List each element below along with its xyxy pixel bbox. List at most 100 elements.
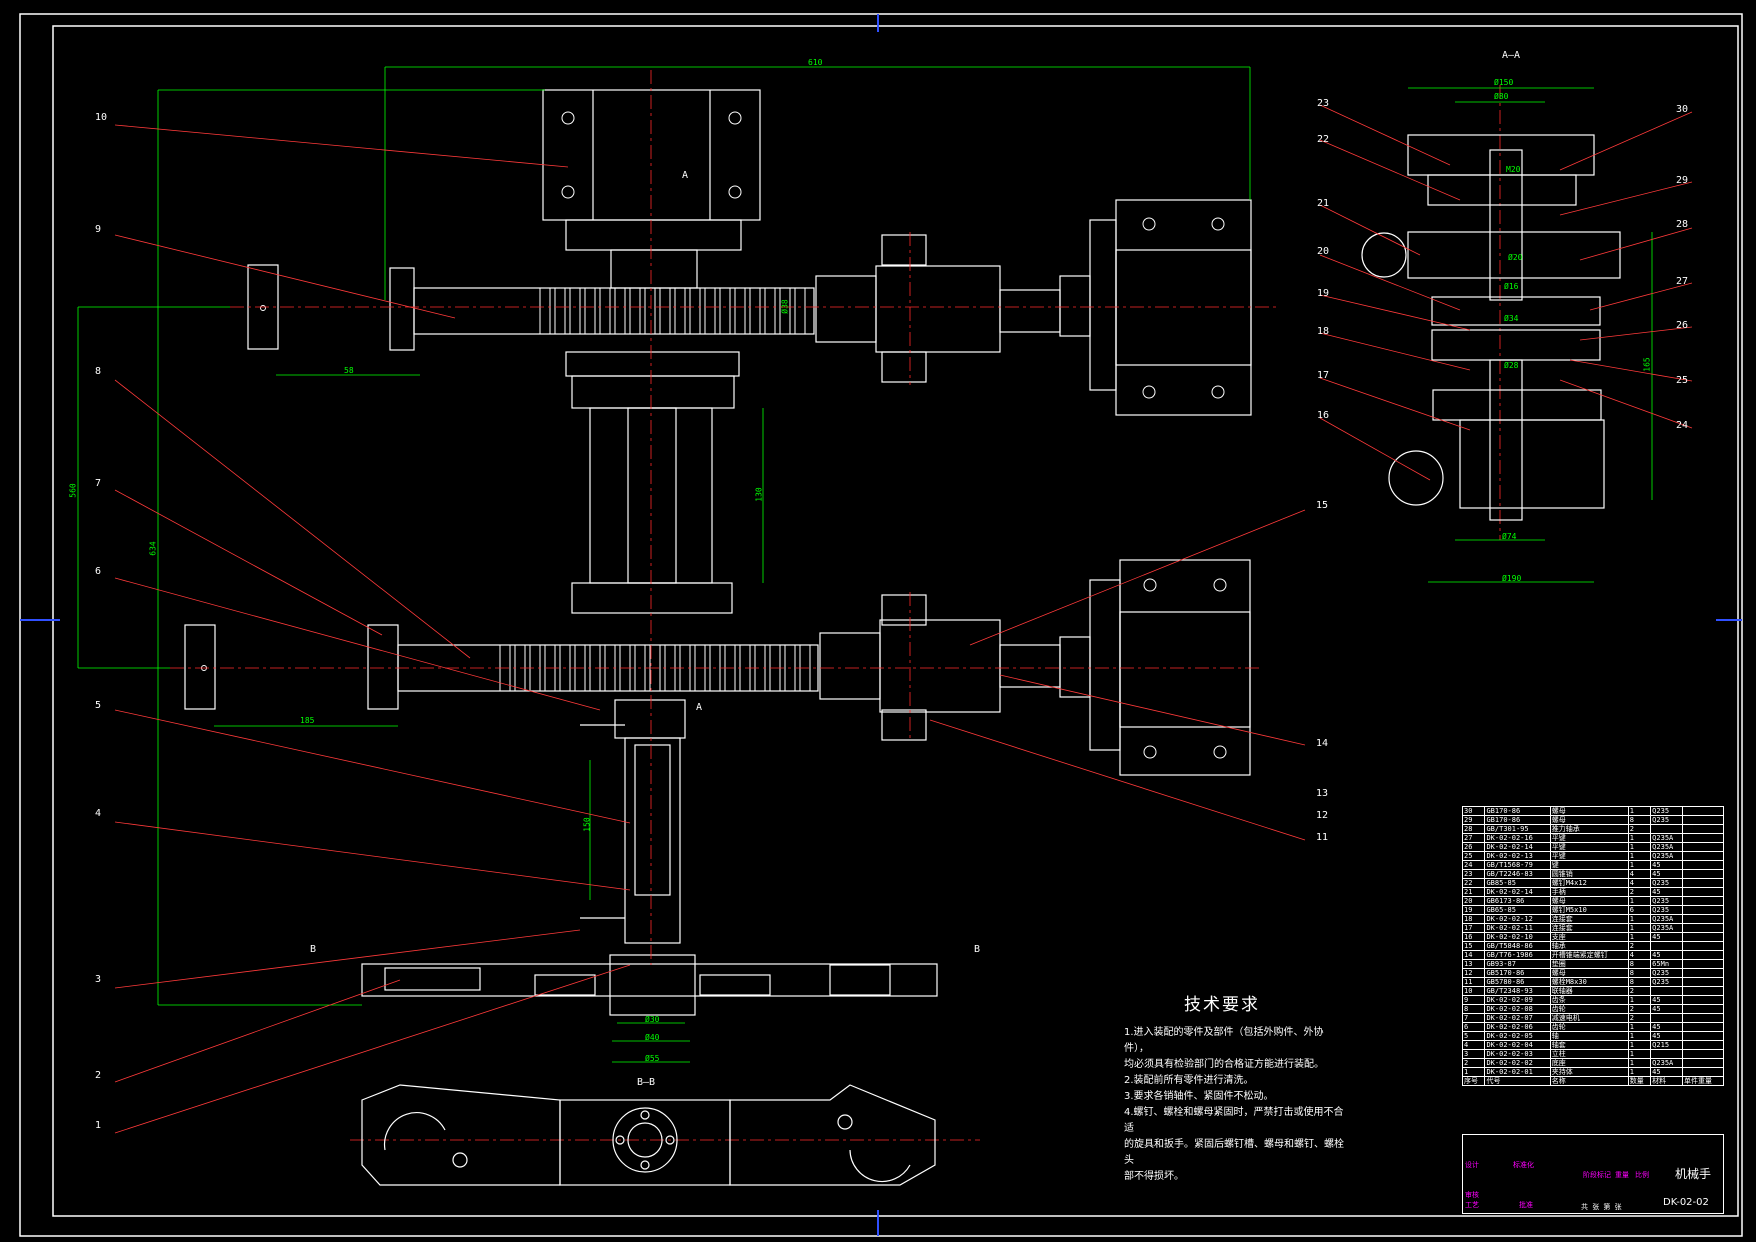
bom-cell: 14 (1461, 950, 1486, 960)
bom-cell (1682, 833, 1724, 843)
bom-cell: 螺母 (1549, 806, 1629, 816)
bom-cell: GB170-86 (1484, 815, 1551, 825)
bom-cell: 2 (1627, 1013, 1652, 1023)
bom-cell: GB170-86 (1484, 806, 1551, 816)
bom-cell: 1 (1627, 1040, 1652, 1050)
tb-cell-weight: 重量 (1615, 1171, 1629, 1179)
bom-cell: 5 (1461, 1031, 1486, 1041)
bom-cell (1682, 842, 1724, 852)
bom-cell (1682, 869, 1724, 879)
bom-cell: 45 (1650, 869, 1683, 879)
tb-cell-process: 工艺 (1465, 1201, 1479, 1209)
bom-cell: 减速电机 (1549, 1013, 1629, 1023)
leaders-main (114, 124, 1306, 1134)
bom-cell (1682, 896, 1724, 906)
section-mark-b-left: B (310, 944, 317, 955)
tech-line-5: 4.螺钉、螺栓和螺母紧固时，严禁打击或使用不合适 (1124, 1107, 1344, 1134)
bom-cell: GB/T5848-86 (1484, 941, 1551, 951)
bom-cell: GB93-87 (1484, 959, 1551, 969)
bom-cell: Q235 (1650, 806, 1683, 816)
bom-cell: GB5780-86 (1484, 977, 1551, 987)
callout-25: 25 (1676, 375, 1689, 386)
bom-cell: 8 (1627, 977, 1652, 987)
bom-cell: 夹持体 (1549, 1067, 1629, 1077)
bom-cell: 螺栓M8x30 (1549, 977, 1629, 987)
callout-17: 17 (1317, 370, 1330, 381)
bom-cell: 连接套 (1549, 923, 1629, 933)
bom-cell: DK-02-02-05 (1484, 1031, 1551, 1041)
dim-aa-d80: Ø80 (1494, 92, 1509, 101)
callout-27: 27 (1676, 276, 1689, 287)
dim-d30: Ø30 (645, 1015, 660, 1024)
bom-cell: 6 (1627, 905, 1652, 915)
view-aa (1361, 134, 1621, 521)
callout-5: 5 (95, 700, 102, 711)
bom-header-cell: 单件重量 (1682, 1076, 1724, 1086)
callout-7: 7 (95, 478, 102, 489)
bom-cell: 1 (1627, 1031, 1652, 1041)
tb-cell-designer: 设计 (1465, 1161, 1479, 1169)
bom-cell: GB5170-86 (1484, 968, 1551, 978)
bom-cell: 15 (1461, 941, 1486, 951)
tb-cell-sheets: 共 张 第 张 (1581, 1203, 1622, 1211)
bom-cell: 1 (1627, 932, 1652, 942)
bom-cell: 轴 (1549, 1031, 1629, 1041)
callout-15: 15 (1316, 500, 1329, 511)
bom-cell: 连接套 (1549, 914, 1629, 924)
bom-cell: Q235A (1650, 851, 1683, 861)
dim-d55: Ø55 (645, 1054, 660, 1063)
bom-cell: 1 (1627, 1067, 1652, 1077)
bom-cell: Q235 (1650, 878, 1683, 888)
bom-cell: DK-02-02-10 (1484, 932, 1551, 942)
bom-cell (1682, 1022, 1724, 1032)
callout-24: 24 (1676, 420, 1689, 431)
bom-cell: 2 (1627, 941, 1652, 951)
callout-23: 23 (1317, 98, 1330, 109)
bom-cell: GB85-85 (1484, 878, 1551, 888)
tb-cell-standardization: 标准化 (1513, 1161, 1534, 1169)
tb-cell-stage: 阶段标记 (1583, 1171, 1611, 1179)
main-view (184, 89, 1252, 1016)
dim-aa-d28: Ø28 (1504, 361, 1519, 370)
bom-cell: 23 (1461, 869, 1486, 879)
bom-cell: 联轴器 (1549, 986, 1629, 996)
bom-cell: 1 (1627, 806, 1652, 816)
section-aa-title: A—A (1502, 50, 1521, 61)
bom-cell: 螺母 (1549, 815, 1629, 825)
tech-line-1: 1.进入装配的零件及部件（包括外购件、外协件）， (1124, 1027, 1324, 1054)
bom-cell: 轴套 (1549, 1040, 1629, 1050)
bom-cell: 1 (1461, 1067, 1486, 1077)
bom-cell: DK-02-02-13 (1484, 851, 1551, 861)
bom-cell: 45 (1650, 932, 1683, 942)
bom-cell: 8 (1627, 815, 1652, 825)
bom-cell (1682, 1067, 1724, 1077)
dim-560: 560 (68, 483, 78, 498)
bom-cell (1682, 1058, 1724, 1068)
bom-cell: 2 (1627, 887, 1652, 897)
bom-cell: 1 (1627, 1049, 1652, 1059)
rack-teeth-upper (539, 287, 806, 335)
bom-cell: DK-02-02-01 (1484, 1067, 1551, 1077)
tech-line-3: 2.装配前所有零件进行清洗。 (1124, 1075, 1254, 1086)
dim-58: 58 (344, 366, 354, 375)
bom-cell: 平键 (1549, 833, 1629, 843)
tb-cell-scale: 比例 (1635, 1171, 1649, 1179)
bom-cell: 27 (1461, 833, 1486, 843)
bom-cell: 45 (1650, 1031, 1683, 1041)
dim-aa-d20: Ø20 (1508, 253, 1523, 262)
section-mark-b-right: B (974, 944, 981, 955)
bom-cell: 4 (1627, 869, 1652, 879)
bom-cell: 25 (1461, 851, 1486, 861)
